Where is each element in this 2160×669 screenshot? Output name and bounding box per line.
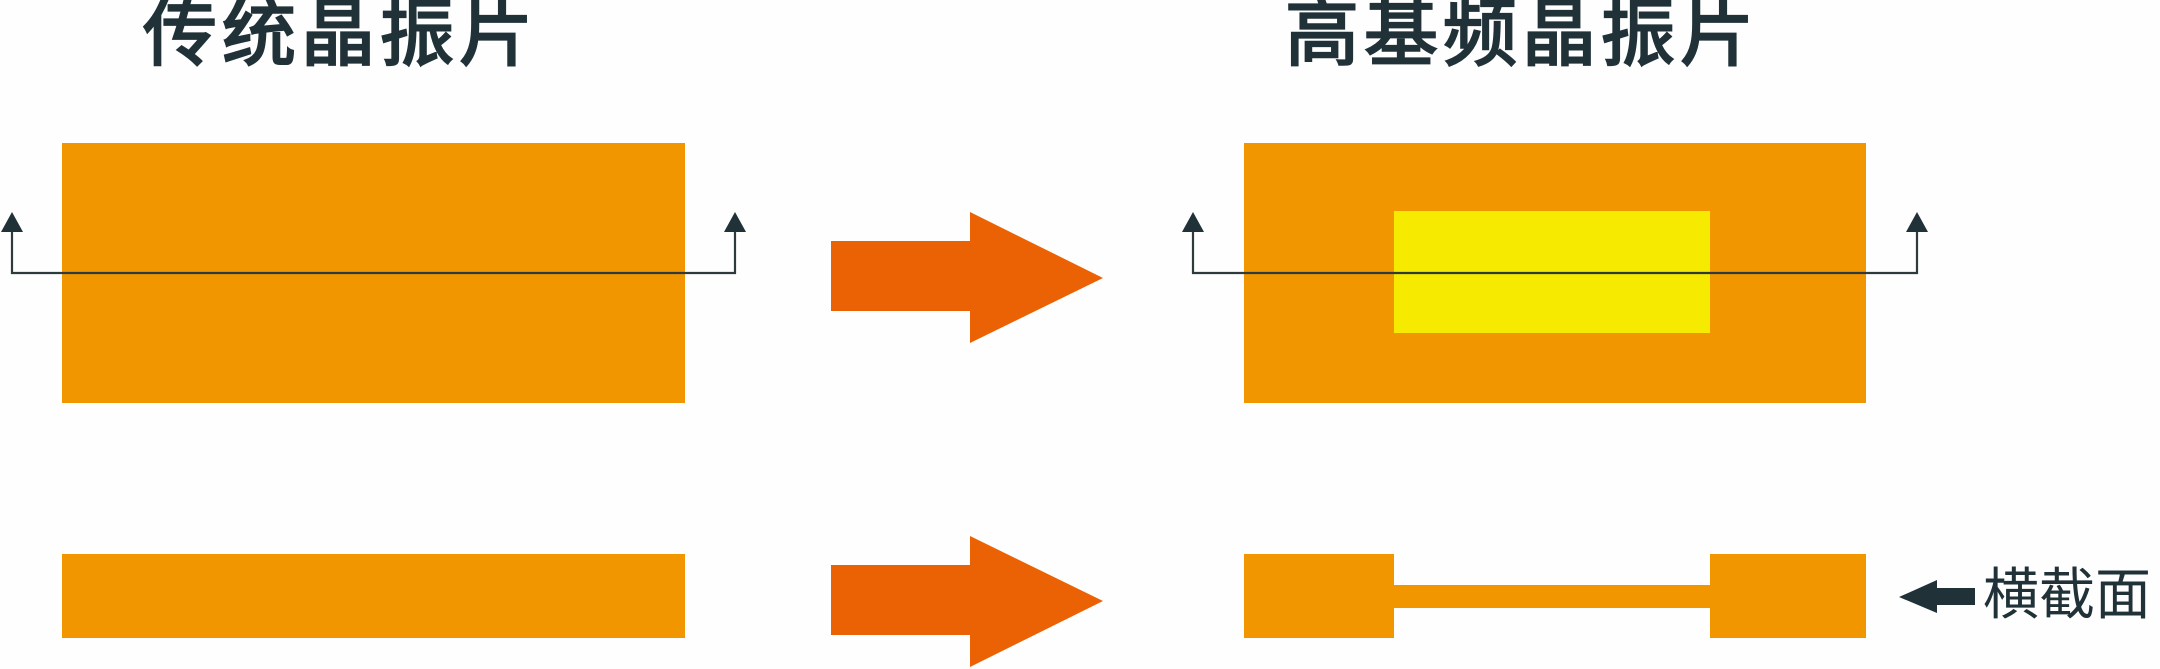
section-cut-arrow-icon xyxy=(1906,212,1928,232)
transition-arrow-icon xyxy=(831,212,1103,343)
section-cut-arrow-icon xyxy=(724,212,746,232)
transition-arrow-icon xyxy=(831,536,1103,667)
section-cut-arrow-icon xyxy=(1,212,23,232)
traditional-crystal-cross-section xyxy=(62,554,685,638)
high-frequency-crystal-cross-section xyxy=(1244,554,1866,638)
pointer-arrow-icon xyxy=(1899,580,1975,613)
section-cut-arrow-icon xyxy=(1182,212,1204,232)
section-cut-line-right xyxy=(1182,212,1928,275)
section-cut-line-left xyxy=(1,212,746,275)
high-frequency-crystal-title: 高基频晶振片 xyxy=(1285,0,1759,77)
cross-section-label: 横截面 xyxy=(1983,563,2151,628)
traditional-crystal-title: 传统晶振片 xyxy=(143,0,538,77)
